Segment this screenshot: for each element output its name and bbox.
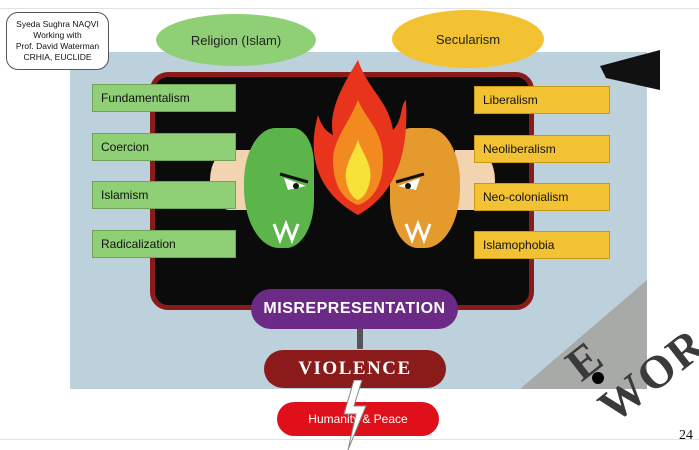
lightning-icon [343,380,367,450]
author-line: Working with [33,30,82,40]
author-line: CRHIA, EUCLIDE [23,52,92,62]
left-item: Fundamentalism [92,84,236,112]
right-item: Neoliberalism [474,135,610,163]
right-item: Neo-colonialism [474,183,610,211]
left-item: Coercion [92,133,236,161]
misrepresentation-pill: MISREPRESENTATION [251,289,458,329]
top-divider [0,8,699,9]
page-number: 24 [679,428,693,443]
right-item: Islamophobia [474,231,610,259]
religion-oval: Religion (Islam) [156,14,316,66]
bottom-divider [0,439,699,440]
author-line: Syeda Sughra NAQVI [16,19,99,29]
left-item: Islamism [92,181,236,209]
green-face [244,128,314,248]
connector-arrow [357,329,363,349]
fire-icon [313,60,407,215]
secularism-oval: Secularism [392,10,544,68]
right-item: Liberalism [474,86,610,114]
bullet-hole [592,372,604,384]
left-item: Radicalization [92,230,236,258]
author-box: Syeda Sughra NAQVI Working with Prof. Da… [6,12,109,70]
author-line: Prof. David Waterman [15,41,100,51]
